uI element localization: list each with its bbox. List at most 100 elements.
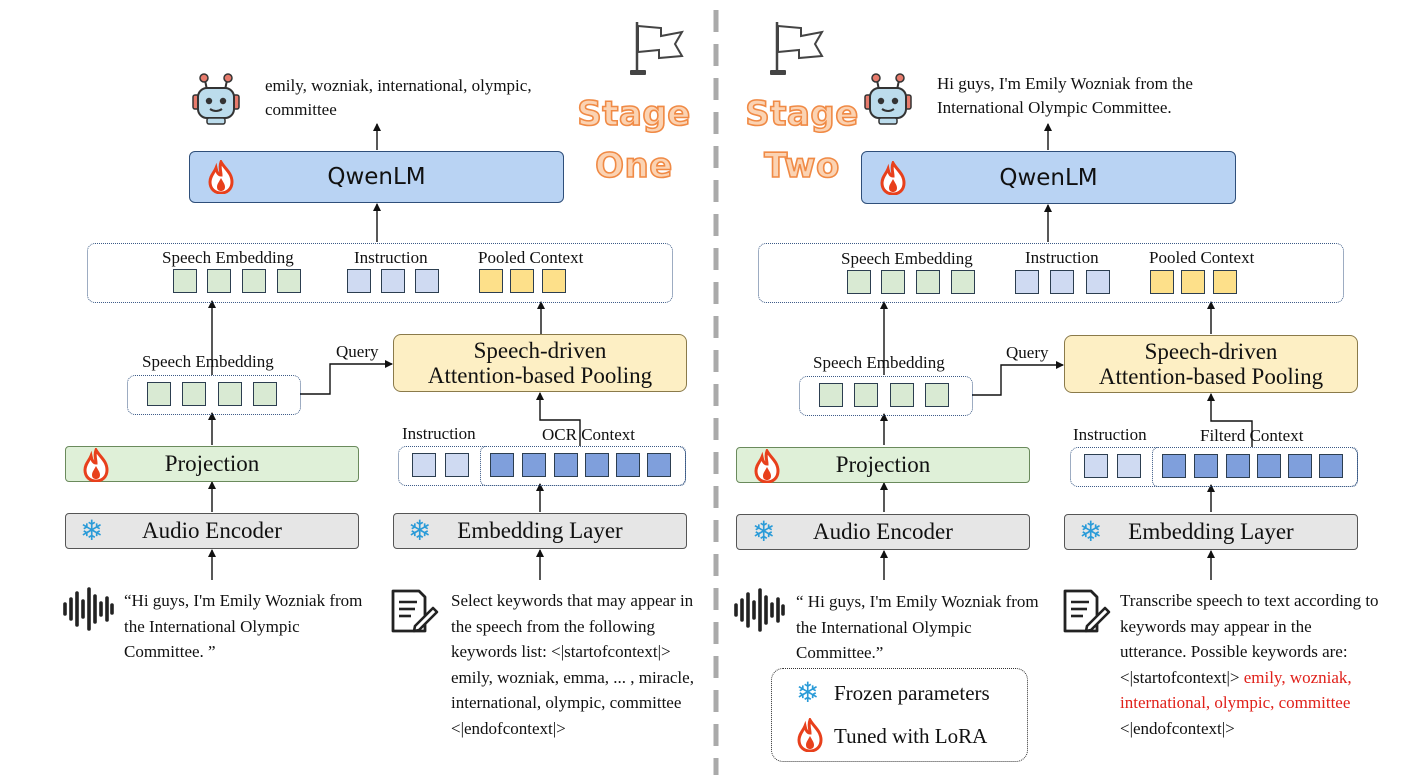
robot-icon (861, 70, 915, 126)
legend (771, 668, 1028, 762)
token (522, 453, 546, 477)
embedding-layer-block: Embedding Layer (393, 513, 687, 549)
token (412, 453, 436, 477)
instruction-label: Instruction (1025, 248, 1099, 267)
output-text: emily, wozniak, international, olympic, … (265, 76, 532, 119)
stage-title: Stage Two (744, 93, 859, 187)
embedding-layer-block: Embedding Layer (1064, 514, 1358, 550)
token (847, 270, 871, 294)
snowflake-icon: ❄ (80, 514, 104, 547)
token (1015, 270, 1039, 294)
attention-pooling-block: Speech-driven Attention-based Pooling (393, 334, 687, 392)
flame-icon (879, 159, 907, 196)
token (819, 383, 843, 407)
token (616, 453, 640, 477)
pooled-context-label: Pooled Context (478, 248, 584, 267)
token (347, 269, 371, 293)
embedding-layer-label: Embedding Layer (457, 518, 623, 543)
token (554, 453, 578, 477)
token (916, 270, 940, 294)
query-label: Query (1006, 343, 1049, 362)
context-label: OCR Context (542, 425, 636, 444)
document-edit-icon (1061, 588, 1111, 634)
embedding-layer-label: Embedding Layer (1128, 519, 1294, 544)
token (1086, 270, 1110, 294)
token (277, 269, 301, 293)
token (173, 269, 197, 293)
document-edit-icon (389, 588, 439, 634)
instruction-label: Instruction (402, 424, 476, 443)
token (854, 383, 878, 407)
token (218, 382, 242, 406)
audio-encoder-label: Audio Encoder (813, 519, 953, 544)
flag-icon (767, 18, 827, 78)
snowflake-icon: ❄ (796, 676, 820, 709)
prompt-keywords: emily, wozniak, international, olympic, … (1120, 667, 1352, 713)
speech-embedding-label: Speech Embedding (162, 248, 294, 267)
speech-embedding-label: Speech Embedding (142, 352, 274, 371)
token (1257, 454, 1281, 478)
token (951, 270, 975, 294)
token (510, 269, 534, 293)
token (207, 269, 231, 293)
stage-title: Stage One (576, 93, 691, 187)
token (647, 453, 671, 477)
speech-embedding-sequence (127, 375, 301, 415)
token (1288, 454, 1312, 478)
projection-label: Projection (164, 451, 260, 476)
qwenlm-block: QwenLM (861, 151, 1236, 204)
waveform-icon (733, 587, 785, 633)
speech-transcript: “Hi guys, I'm Emily Wozniak from the Int… (124, 591, 363, 661)
token (1150, 270, 1174, 294)
context-sequence (480, 446, 686, 486)
token (1181, 270, 1205, 294)
token (1194, 454, 1218, 478)
token (381, 269, 405, 293)
token (925, 383, 949, 407)
speech-embedding-label: Speech Embedding (841, 249, 973, 268)
speech-transcript: “ Hi guys, I'm Emily Wozniak from the In… (796, 592, 1039, 662)
qwenlm-block: QwenLM (189, 151, 564, 203)
robot-icon (189, 70, 243, 126)
context-label: Filterd Context (1200, 426, 1304, 445)
token (1226, 454, 1250, 478)
snowflake-icon: ❄ (752, 515, 776, 548)
legend-frozen-label: Frozen parameters (834, 681, 990, 705)
pooled-context-label: Pooled Context (1149, 248, 1255, 267)
llm-input-sequence (758, 243, 1344, 303)
flame-icon (207, 158, 235, 195)
attention-pooling-block: Speech-driven Attention-based Pooling (1064, 335, 1358, 393)
token (182, 382, 206, 406)
token (147, 382, 171, 406)
token (1213, 270, 1237, 294)
projection-block: Projection (65, 446, 359, 482)
speech-embedding-label: Speech Embedding (813, 353, 945, 372)
instruction-label: Instruction (1073, 425, 1147, 444)
qwenlm-label: QwenLM (327, 164, 426, 190)
qwenlm-label: QwenLM (999, 164, 1098, 191)
token (1162, 454, 1186, 478)
output-text: Hi guys, I'm Emily Wozniak from the Inte… (937, 74, 1193, 117)
snowflake-icon: ❄ (1079, 515, 1103, 548)
token (479, 269, 503, 293)
token (490, 453, 514, 477)
waveform-icon (62, 586, 114, 632)
instruction-prompt: Transcribe speech to text according to k… (1120, 588, 1382, 741)
llm-input-sequence (87, 243, 673, 303)
token (585, 453, 609, 477)
flag-icon (627, 18, 687, 78)
flame-icon (82, 446, 110, 483)
token (415, 269, 439, 293)
context-sequence (1152, 447, 1358, 487)
token (242, 269, 266, 293)
audio-encoder-label: Audio Encoder (142, 518, 282, 543)
flame-icon (753, 447, 781, 484)
token (542, 269, 566, 293)
legend-tuned-label: Tuned with LoRA (834, 724, 988, 748)
instruction-label: Instruction (354, 248, 428, 267)
token (1084, 454, 1108, 478)
query-label: Query (336, 342, 379, 361)
prompt-end: <|endofcontext|> (1120, 718, 1235, 738)
token (890, 383, 914, 407)
